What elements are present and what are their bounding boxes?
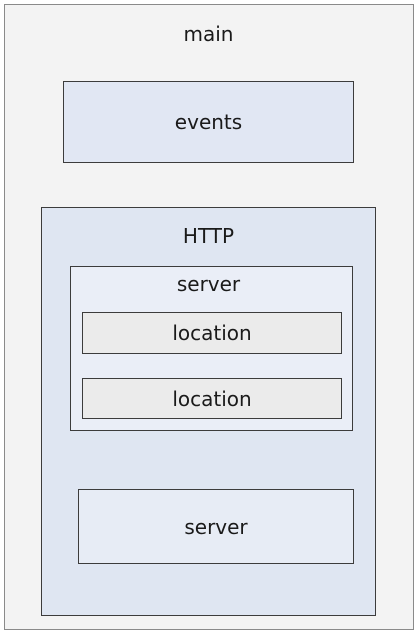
events-label: events bbox=[174, 110, 243, 134]
events-block: events bbox=[63, 81, 354, 163]
http-label: HTTP bbox=[182, 224, 235, 248]
location-block: location bbox=[82, 378, 342, 419]
main-label: main bbox=[183, 22, 234, 46]
location-label: location bbox=[172, 386, 252, 411]
location-block: location bbox=[82, 312, 342, 354]
server-block: server bbox=[78, 489, 354, 564]
server-label: server bbox=[184, 514, 248, 539]
server-label: server bbox=[176, 272, 241, 296]
location-label: location bbox=[172, 321, 252, 345]
